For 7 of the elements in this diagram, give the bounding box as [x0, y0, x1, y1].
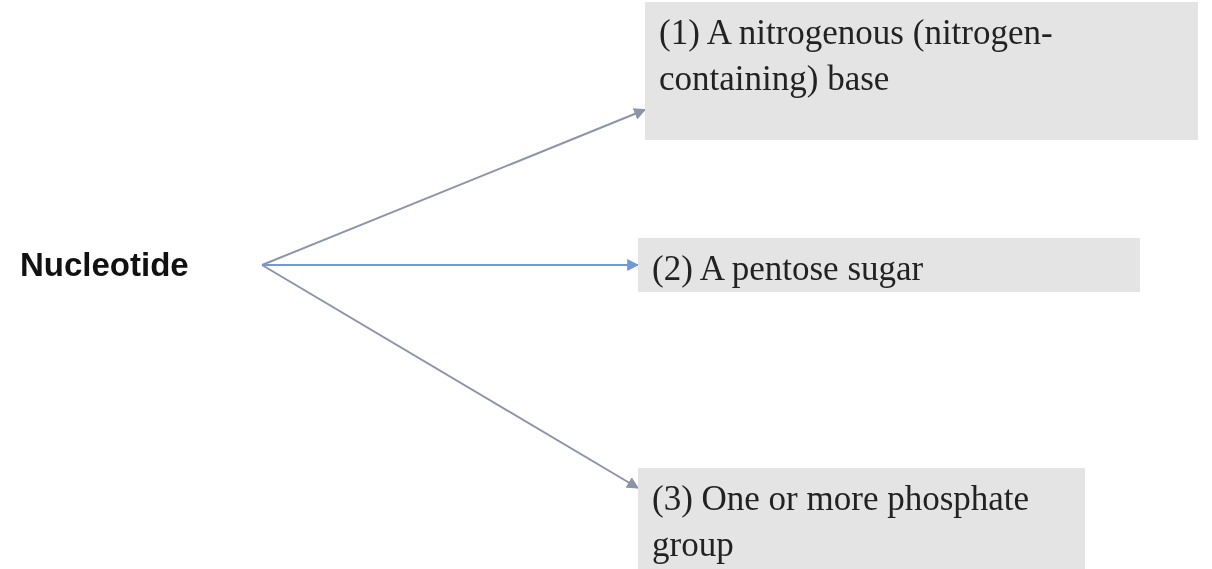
arrow: [261, 108, 647, 266]
component-box: (3) One or more phosphate group: [638, 468, 1085, 569]
component-box: (2) A pentose sugar: [638, 238, 1140, 292]
arrow: [261, 264, 640, 489]
component-box: (1) A nitrogenous (nitrogen-containing) base: [645, 2, 1198, 140]
node-label: Nucleotide: [20, 240, 266, 290]
arrow: [261, 259, 640, 271]
